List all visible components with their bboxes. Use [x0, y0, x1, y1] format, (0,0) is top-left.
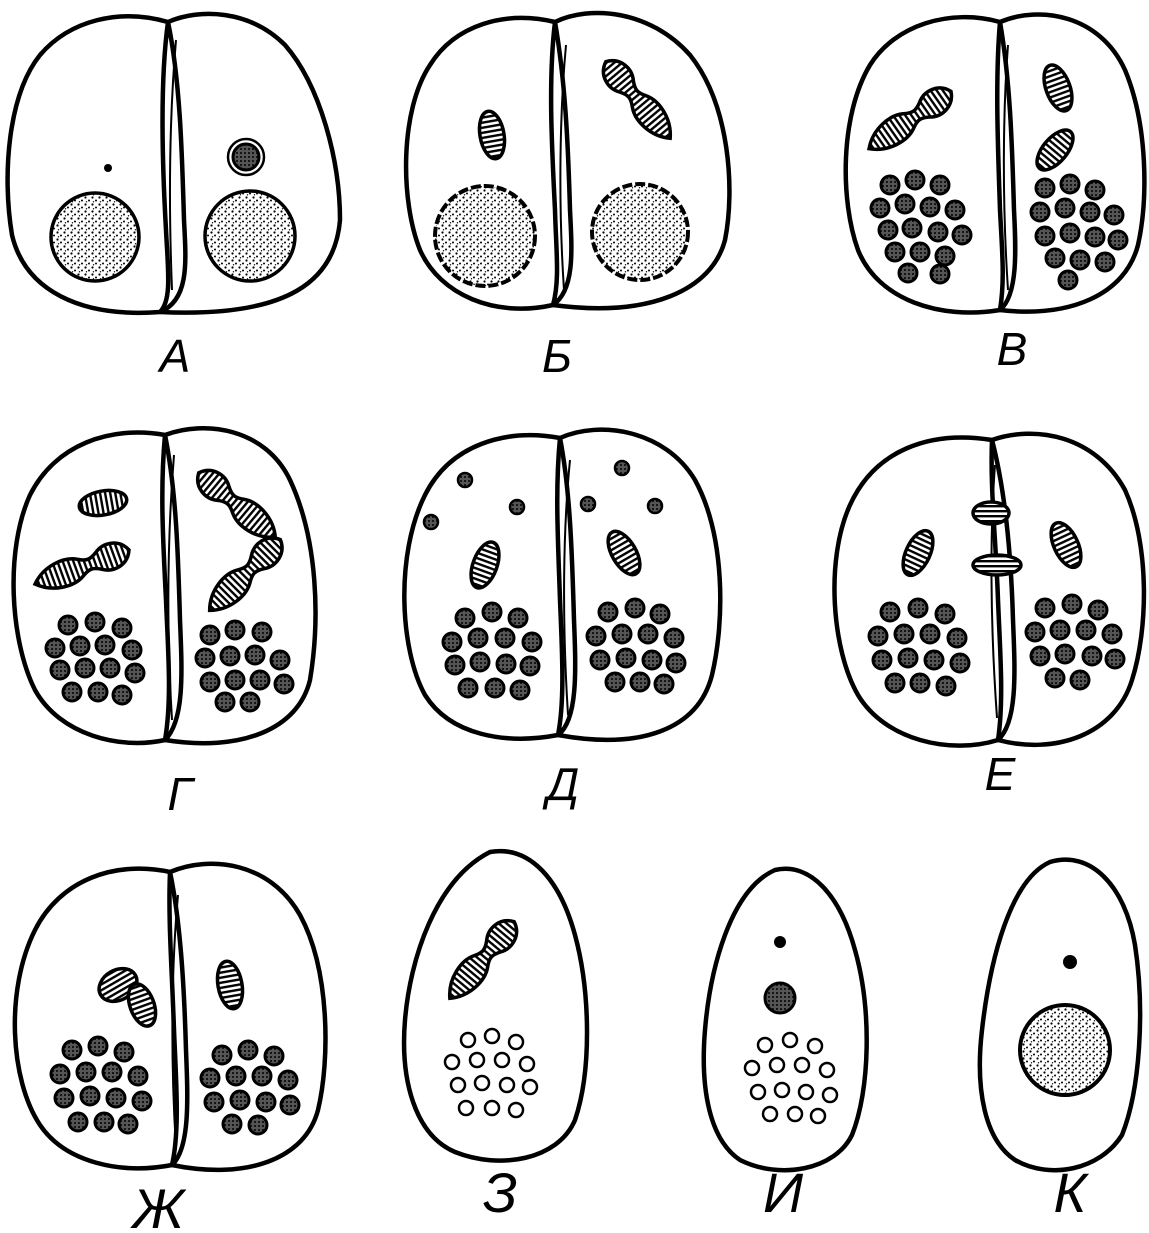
label-b: Б	[542, 330, 572, 382]
cell-i	[704, 869, 867, 1170]
panel-k: К	[980, 860, 1140, 1224]
panel-i: И	[704, 869, 867, 1224]
label-zh: Ж	[129, 1177, 187, 1233]
label-z: З	[483, 1161, 517, 1224]
panel-d: Д	[404, 430, 720, 810]
label-i: И	[763, 1161, 804, 1224]
panel-g: Г	[14, 428, 316, 820]
label-k: К	[1053, 1161, 1089, 1224]
panel-b: Б	[406, 13, 729, 382]
panel-zh: Ж	[15, 864, 326, 1233]
label-d: Д	[542, 758, 579, 810]
panel-v: В	[846, 14, 1145, 375]
cell-e-right	[992, 434, 1144, 745]
cell-d-right	[558, 430, 720, 740]
cell-e-left	[834, 438, 1001, 746]
chromosome-cluster-z	[445, 1029, 537, 1117]
cell-v-left	[846, 17, 1003, 312]
panel-z: З	[404, 851, 587, 1224]
panel-a: А	[8, 14, 340, 382]
chromosome-cluster-g-left	[46, 613, 144, 704]
chromosome-cluster-zh-right	[201, 1041, 299, 1134]
chromosome-cluster-d-left	[443, 603, 541, 699]
panel-e: Е	[834, 434, 1143, 800]
chromosome-cluster-i	[745, 1033, 837, 1123]
chromosome-cluster-v-left	[871, 171, 971, 283]
chromosome-cluster-e-left	[869, 599, 969, 695]
label-e: Е	[985, 748, 1017, 800]
label-a: А	[157, 330, 191, 382]
label-v: В	[997, 323, 1028, 375]
chromosome-cluster-g-right	[196, 621, 293, 711]
chromosome-cluster-v-right	[1031, 175, 1127, 289]
chromosome-cluster-d-right	[587, 599, 685, 693]
label-g: Г	[167, 768, 195, 820]
chromosome-cluster-e-right	[1026, 595, 1124, 689]
chromosome-cluster-zh-left	[51, 1037, 151, 1133]
